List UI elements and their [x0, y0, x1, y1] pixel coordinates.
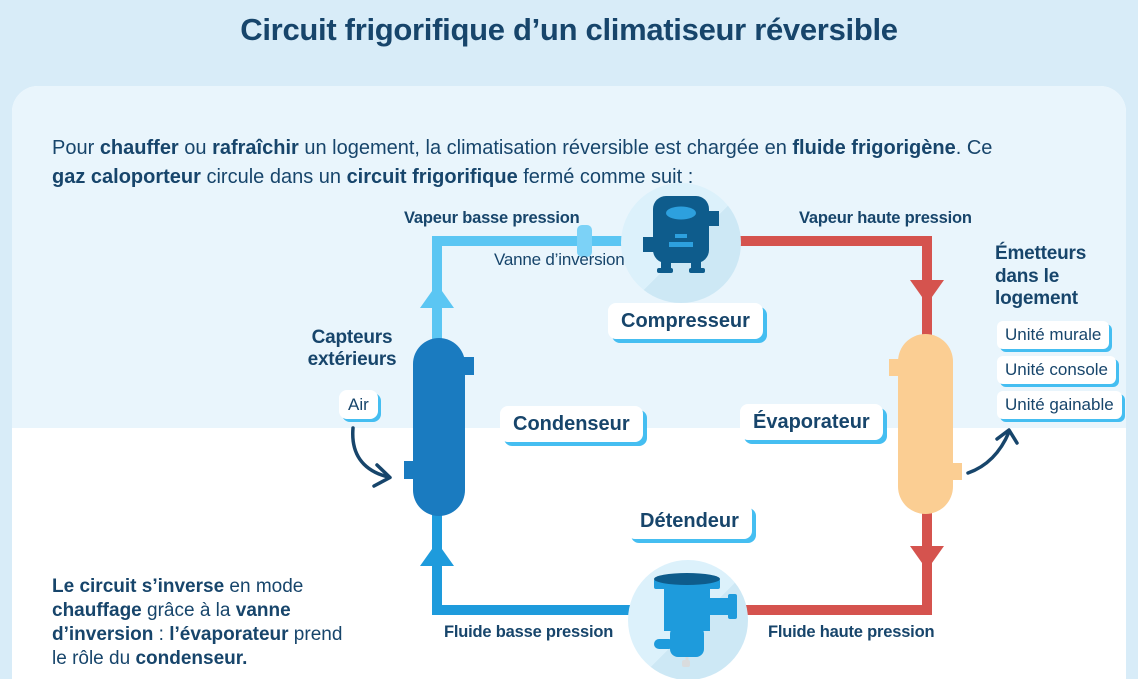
label-outdoor-sensors: Capteurs extérieurs — [307, 327, 397, 370]
flow-arrow-up-fluid-low — [420, 542, 454, 566]
emitter-unit-tag: Unité murale — [997, 321, 1110, 349]
reversal-note: Le circuit s’inverse en mode chauffage g… — [52, 576, 343, 669]
emitter-unit-tag: Unité gainable — [997, 391, 1122, 419]
label-vapor-high-pressure: Vapeur haute pression — [799, 209, 972, 227]
label-vapor-low-pressure: Vapeur basse pression — [404, 209, 580, 227]
expansion-valve-icon — [628, 560, 748, 679]
emitter-unit-tag: Unité console — [997, 356, 1117, 384]
compressor-icon — [621, 183, 741, 303]
condenser-tag: Condenseur — [500, 406, 643, 442]
condenser-port-right — [464, 357, 474, 375]
flow-arrow-down-vapor-high — [910, 280, 944, 304]
label-fluid-low-pressure: Fluide basse pression — [444, 623, 614, 641]
page-title: Circuit frigorifique d’un climatiseur ré… — [240, 12, 898, 47]
label-inversion-valve: Vanne d’inversion — [494, 250, 625, 269]
pipe-fluid-low-horizontal — [432, 605, 662, 615]
evaporator-tank — [898, 334, 953, 514]
compressor-tag: Compresseur — [608, 303, 763, 339]
condenser-tank — [413, 338, 465, 516]
condenser-port-left — [404, 461, 414, 479]
evaporator-tag: Évaporateur — [740, 404, 883, 440]
pipe-vapor-high-horizontal — [730, 236, 932, 246]
flow-arrow-up-vapor — [420, 284, 454, 308]
flow-arrow-down-fluid-high — [910, 546, 944, 570]
pipe-vapor-low-horizontal — [432, 236, 640, 246]
label-emitters-heading: Émetteurs dans le logement — [995, 243, 1087, 309]
evaporator-port-left — [889, 359, 899, 376]
evaporator-port-right — [952, 463, 962, 480]
intro-text: Pour chauffer ou rafraîchir un logement,… — [52, 137, 993, 188]
label-fluid-high-pressure: Fluide haute pression — [768, 623, 935, 641]
air-tag: Air — [339, 390, 378, 419]
pipe-fluid-high-horizontal — [700, 605, 932, 615]
expansion-valve-tag: Détendeur — [627, 504, 752, 539]
inversion-valve-marker — [577, 225, 592, 257]
